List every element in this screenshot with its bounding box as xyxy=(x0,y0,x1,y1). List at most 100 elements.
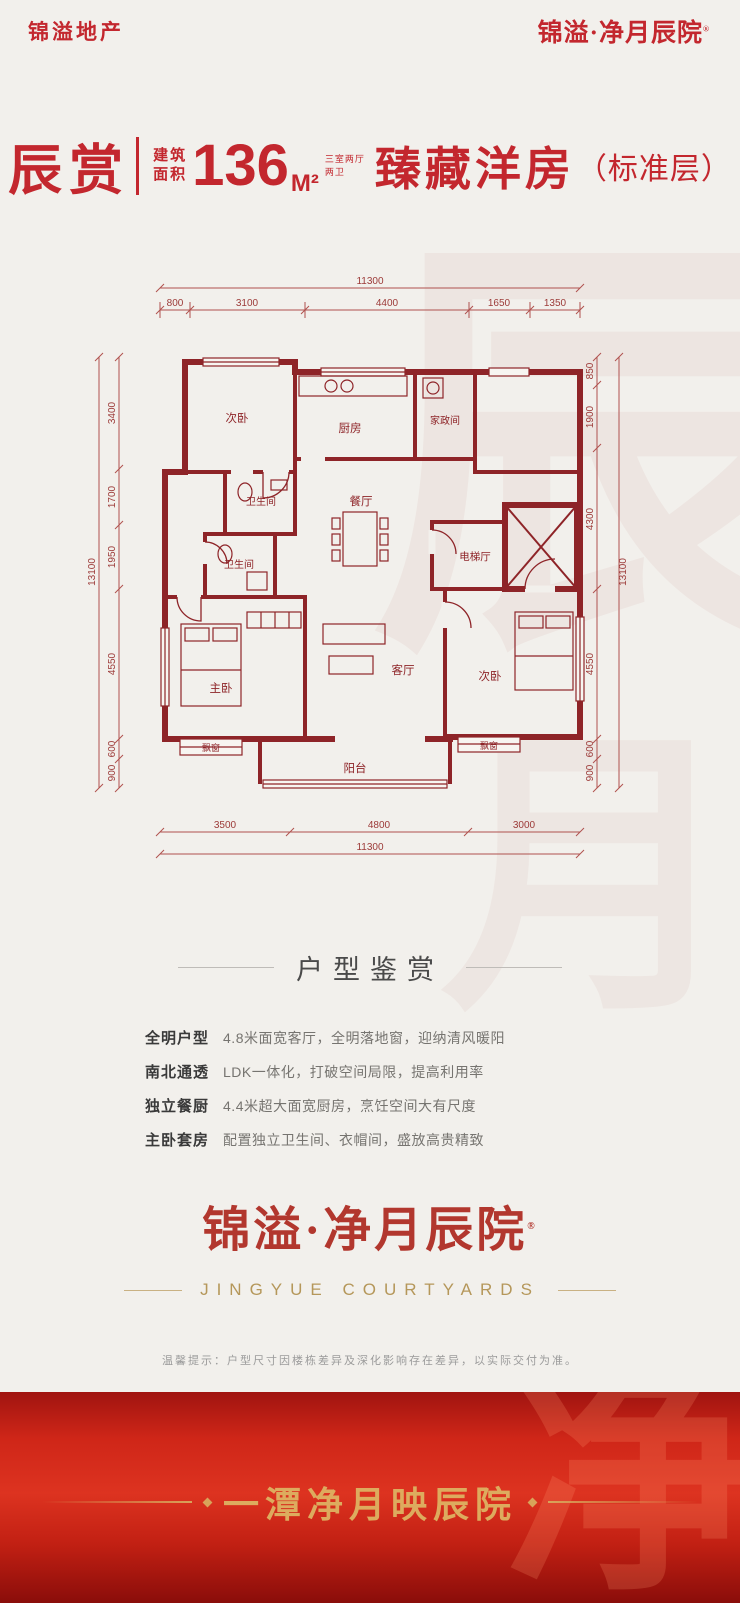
section-title-text: 户型鉴赏 xyxy=(296,955,444,985)
walls xyxy=(162,359,583,784)
dim-left-seg: 1950 xyxy=(107,545,118,568)
kitchen-counter xyxy=(298,375,408,397)
project-logo: 锦溢·净月辰院® xyxy=(538,13,710,49)
room-label-bath2: 卫生间 xyxy=(224,558,254,571)
title-bar: 辰赏 建筑 面积 136 M² 三室两厅两卫 臻藏洋房 （标准层） xyxy=(0,126,740,205)
area-unit: M² xyxy=(290,170,319,197)
feature-item: 独立餐厨 4.4米超大面宽厨房，烹饪空间大有尺度 xyxy=(145,1095,595,1116)
guest-bed xyxy=(514,611,574,691)
feature-text: 4.8米面宽客厅，全明落地窗，迎纳清风暖阳 xyxy=(223,1030,505,1046)
feature-list: 全明户型 4.8米面宽客厅，全明落地窗，迎纳清风暖阳 南北通透 LDK一体化，打… xyxy=(145,1027,595,1150)
sink xyxy=(270,479,288,491)
room-label-bath1: 卫生间 xyxy=(246,495,276,508)
diamond-ornament xyxy=(527,1497,538,1507)
windows xyxy=(160,357,585,789)
dim-top-seg: 800 xyxy=(167,298,184,309)
dim-right-seg: 850 xyxy=(585,362,596,379)
feature-item: 全明户型 4.8米面宽客厅，全明落地窗，迎纳清风暖阳 xyxy=(145,1027,595,1048)
toilet xyxy=(217,544,233,564)
slogan-row: 一潭净月映辰院 xyxy=(0,1476,740,1528)
dim-top-seg: 4400 xyxy=(376,298,399,309)
room-label-laundry: 家政间 xyxy=(430,414,460,427)
room-label-elevator-hall: 电梯厅 xyxy=(459,550,491,563)
dim-bottom-seg: 3000 xyxy=(513,820,536,831)
registered-mark: ® xyxy=(703,24,710,34)
dim-top-seg: 1650 xyxy=(488,298,511,309)
feature-label: 主卧套房 xyxy=(145,1132,210,1149)
feature-item: 主卧套房 配置独立卫生间、衣帽间，盛放高贵精致 xyxy=(145,1129,595,1150)
sofa xyxy=(322,623,386,645)
master-bed xyxy=(180,623,242,707)
feature-label: 全明户型 xyxy=(145,1030,210,1047)
slogan-line-left xyxy=(41,1501,192,1503)
footer-band: 净 一潭净月映辰院 xyxy=(0,1392,740,1603)
area-label-top: 建筑 xyxy=(153,146,188,164)
room-label-baywindow-right: 飘窗 xyxy=(480,740,498,751)
dim-top-total: 11300 xyxy=(356,276,384,287)
slogan-text: 一潭净月映辰院 xyxy=(222,1485,517,1525)
room-label-bedroom-right: 次卧 xyxy=(479,669,502,683)
toilet xyxy=(237,482,253,502)
registered-mark: ® xyxy=(527,1221,538,1232)
area-label-bottom: 面积 xyxy=(153,165,188,183)
shower xyxy=(246,571,268,591)
door-swings xyxy=(176,471,556,629)
dim-left-seg: 3400 xyxy=(107,401,118,424)
brand-block: 锦溢·净月辰院® JINGYUE COURTYARDS xyxy=(0,1190,740,1300)
furniture xyxy=(180,375,574,707)
dim-right-seg: 900 xyxy=(585,764,596,781)
room-label-master: 主卧 xyxy=(210,682,233,695)
washer xyxy=(422,377,444,399)
room-label-kitchen: 厨房 xyxy=(339,422,362,435)
dim-left-seg: 600 xyxy=(107,740,118,757)
dim-right-total: 13100 xyxy=(618,558,629,586)
dim-right-seg: 4300 xyxy=(585,507,596,530)
brand-logo-text: 锦溢·净月辰院 xyxy=(202,1204,528,1257)
dim-left-seg: 1700 xyxy=(107,485,118,508)
project-logo-text: 锦溢·净月辰院 xyxy=(537,20,704,47)
floor-plan-container: 11300 800 3100 4400 1650 1350 13100 3400… xyxy=(85,272,655,872)
room-labels: 次卧 厨房 家政间 卫生间 卫生间 餐厅 电梯厅 主卧 客厅 次卧 阳台 飘窗 … xyxy=(202,411,502,775)
title-divider xyxy=(136,136,140,195)
coffee-table xyxy=(328,655,374,675)
feature-label: 独立餐厨 xyxy=(145,1098,210,1115)
feature-item: 南北通透 LDK一体化，打破空间局限，提高利用率 xyxy=(145,1061,595,1082)
dimension-labels: 11300 800 3100 4400 1650 1350 13100 3400… xyxy=(87,276,629,853)
slogan-line-right xyxy=(548,1501,698,1503)
appreciation-section: 户型鉴赏 全明户型 4.8米面宽客厅，全明落地窗，迎纳清风暖阳 南北通透 LDK… xyxy=(0,948,740,1150)
gold-line-left xyxy=(124,1289,183,1291)
feature-text: 配置独立卫生间、衣帽间，盛放高贵精致 xyxy=(223,1132,485,1148)
unit-name: 辰赏 xyxy=(8,141,131,201)
dim-left-seg: 4550 xyxy=(107,652,118,675)
feature-text: LDK一体化，打破空间局限，提高利用率 xyxy=(223,1064,484,1080)
title-line-left xyxy=(178,967,274,968)
dining-table xyxy=(342,511,378,567)
stove-burner xyxy=(340,379,354,393)
unit-type: 臻藏洋房 xyxy=(374,142,575,195)
feature-label: 南北通透 xyxy=(145,1064,210,1081)
room-label-balcony: 阳台 xyxy=(344,761,367,775)
dim-right-seg: 1900 xyxy=(585,405,596,428)
diamond-ornament xyxy=(202,1497,213,1507)
dim-bottom-seg: 4800 xyxy=(368,820,391,831)
room-label-living: 客厅 xyxy=(392,663,415,677)
feature-text: 4.4米超大面宽厨房，烹饪空间大有尺度 xyxy=(223,1098,476,1114)
floor-plan: 11300 800 3100 4400 1650 1350 13100 3400… xyxy=(87,276,629,859)
footer-watermark-char: 净 xyxy=(504,1392,740,1603)
dim-top-seg: 3100 xyxy=(236,298,259,309)
developer-logo: 锦溢地产 xyxy=(28,21,124,44)
brand-english-text: JINGYUE COURTYARDS xyxy=(200,1280,540,1299)
dim-bottom-total: 11300 xyxy=(356,842,384,853)
door-openings xyxy=(177,455,555,743)
area-note: 三室两厅两卫 xyxy=(324,154,365,177)
disclaimer-text: 温馨提示：户型尺寸因楼栋差异及深化影响存在差异，以实际交付为准。 xyxy=(162,1355,578,1367)
room-label-bedroom-top: 次卧 xyxy=(226,411,249,425)
unit-type-suffix: （标准层） xyxy=(576,152,732,186)
area-value: 136 xyxy=(192,132,289,198)
area-label: 建筑 面积 xyxy=(153,147,187,185)
room-label-baywindow-left: 飘窗 xyxy=(202,742,220,753)
dim-bottom-seg: 3500 xyxy=(214,820,237,831)
dim-top-seg: 1350 xyxy=(544,298,567,309)
brand-english: JINGYUE COURTYARDS xyxy=(0,1280,740,1300)
